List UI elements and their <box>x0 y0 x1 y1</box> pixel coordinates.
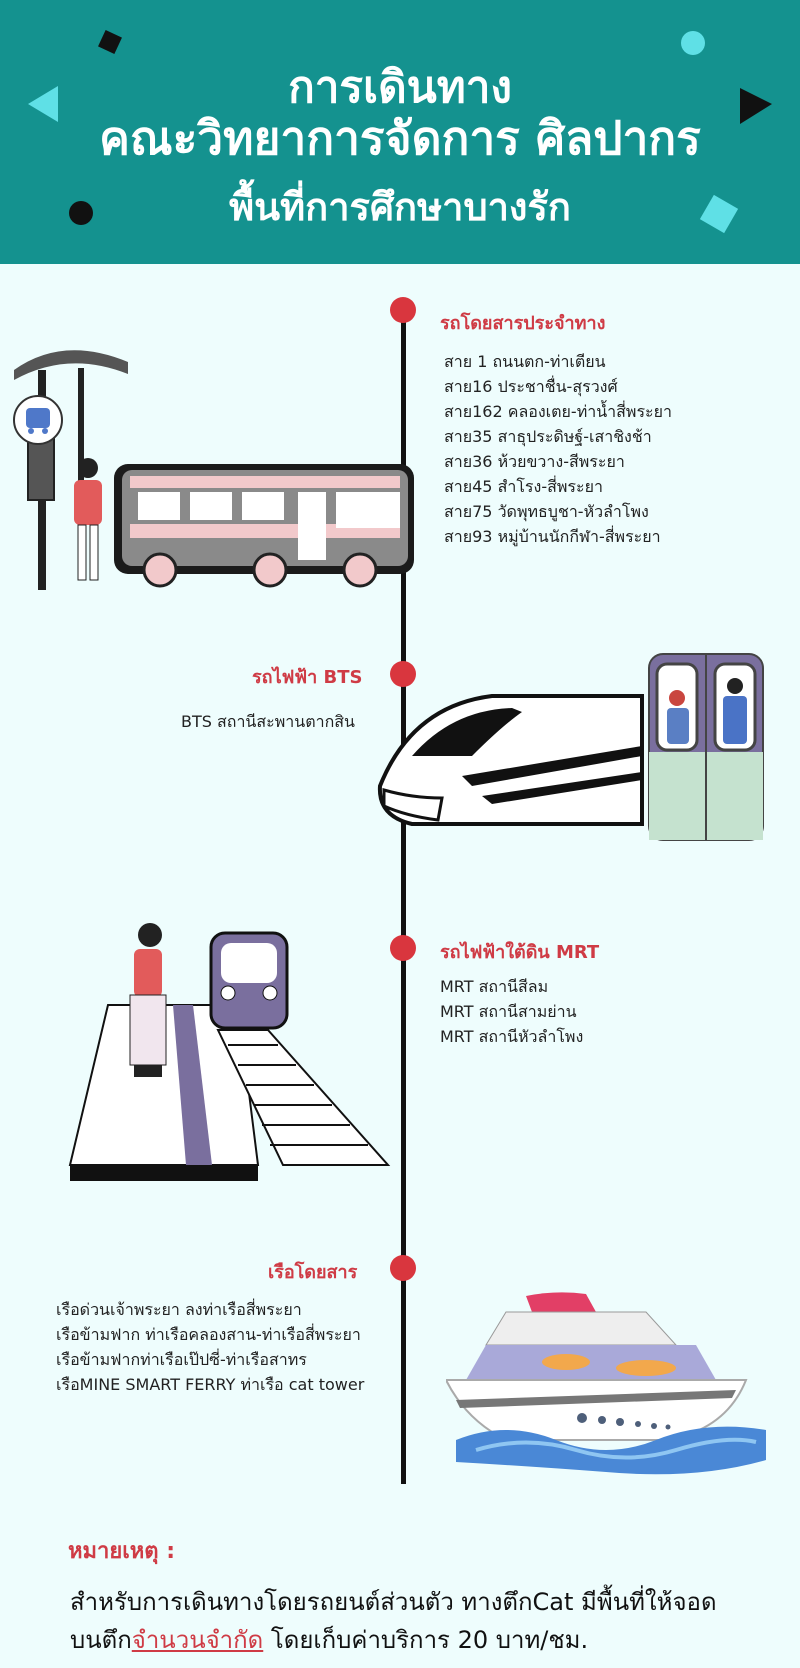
bus-route-item: สาย16 ประชาชื่น-สุรวงศ์ <box>444 377 618 396</box>
mrt-section-title: รถไฟฟ้าใต้ดิน MRT <box>440 942 600 963</box>
timeline-dot-mrt <box>390 935 416 961</box>
bus-route-item: สาย162 คลองเตย-ท่าน้ำสี่พระยา <box>444 402 672 421</box>
train-door-illustration <box>648 653 764 841</box>
cyan-triangle-left <box>28 86 58 122</box>
timeline-line <box>401 306 406 1484</box>
note-line2: บนตึกจำนวนจำกัด โดยเก็บค่าบริการ 20 บาท/… <box>70 1620 588 1659</box>
boat-route-item: เรือข้ามฟาก ท่าเรือคลองสาน-ท่าเรือสี่พระ… <box>56 1325 361 1344</box>
bus-section-title: รถโดยสารประจำทาง <box>440 313 606 334</box>
decorative-shapes <box>28 30 772 234</box>
timeline-dot-bts <box>390 661 416 687</box>
note-line1: สำหรับการเดินทางโดยรถยนต์ส่วนตัว ทางตึกC… <box>70 1588 717 1616</box>
bts-section-title: รถไฟฟ้า BTS <box>252 667 363 688</box>
note-line2-suffix: โดยเก็บค่าบริการ 20 บาท/ชม. <box>263 1626 589 1654</box>
black-triangle-right <box>740 88 772 124</box>
mrt-station-item: MRT สถานีหัวลำโพง <box>440 1027 584 1046</box>
mrt-station-item: MRT สถานีสามย่าน <box>440 1002 577 1021</box>
boat-route-item: เรือด่วนเจ้าพระยา ลงท่าเรือสี่พระยา <box>56 1300 302 1319</box>
cyan-diamond-shape <box>699 194 739 234</box>
bus-route-item: สาย 1 ถนนตก-ท่าเตียน <box>444 352 606 371</box>
boat-route-item: เรือMINE SMART FERRY ท่าเรือ cat tower <box>56 1375 365 1394</box>
black-diamond-shape <box>98 30 122 54</box>
timeline-dot-boat <box>390 1255 416 1281</box>
ferry-boat-illustration <box>446 1292 766 1475</box>
note-title: หมายเหตุ : <box>68 1539 176 1564</box>
cyan-circle-shape <box>681 31 705 55</box>
bus-illustration <box>114 464 414 588</box>
bus-stop-illustration <box>13 350 128 590</box>
timeline-dot-bus <box>390 297 416 323</box>
page-title-line2: คณะวิทยาการจัดการ ศิลปากร <box>99 111 701 165</box>
bts-station-item: BTS สถานีสะพานตากสิน <box>181 712 355 731</box>
boat-route-item: เรือข้ามฟากท่าเรือเป๊ปซี่-ท่าเรือสาทร <box>56 1350 307 1369</box>
bus-route-item: สาย45 สำโรง-สี่พระยา <box>444 477 603 496</box>
note-line2-prefix: บนตึก <box>70 1626 132 1654</box>
limited-quantity-highlight: จำนวนจำกัด <box>131 1626 264 1654</box>
black-circle-shape <box>69 201 93 225</box>
page-title-line1: การเดินทาง <box>288 62 512 113</box>
bus-route-item: สาย75 วัดพุทธบูชา-หัวลำโพง <box>444 502 649 521</box>
header-banner: การเดินทาง คณะวิทยาการจัดการ ศิลปากร พื้… <box>0 0 800 264</box>
page-subtitle: พื้นที่การศึกษาบางรัก <box>229 185 571 229</box>
bts-train-illustration <box>377 694 644 826</box>
bus-route-item: สาย93 หมู่บ้านนักกีฬา-สี่พระยา <box>444 527 661 546</box>
mrt-station-item: MRT สถานีสีลม <box>440 977 549 996</box>
boat-section-title: เรือโดยสาร <box>268 1262 358 1283</box>
mrt-platform-illustration <box>68 923 391 1181</box>
bus-route-item: สาย35 สาธุประดิษฐ์-เสาชิงช้า <box>444 427 652 446</box>
bus-route-item: สาย36 ห้วยขวาง-สีพระยา <box>444 452 625 471</box>
